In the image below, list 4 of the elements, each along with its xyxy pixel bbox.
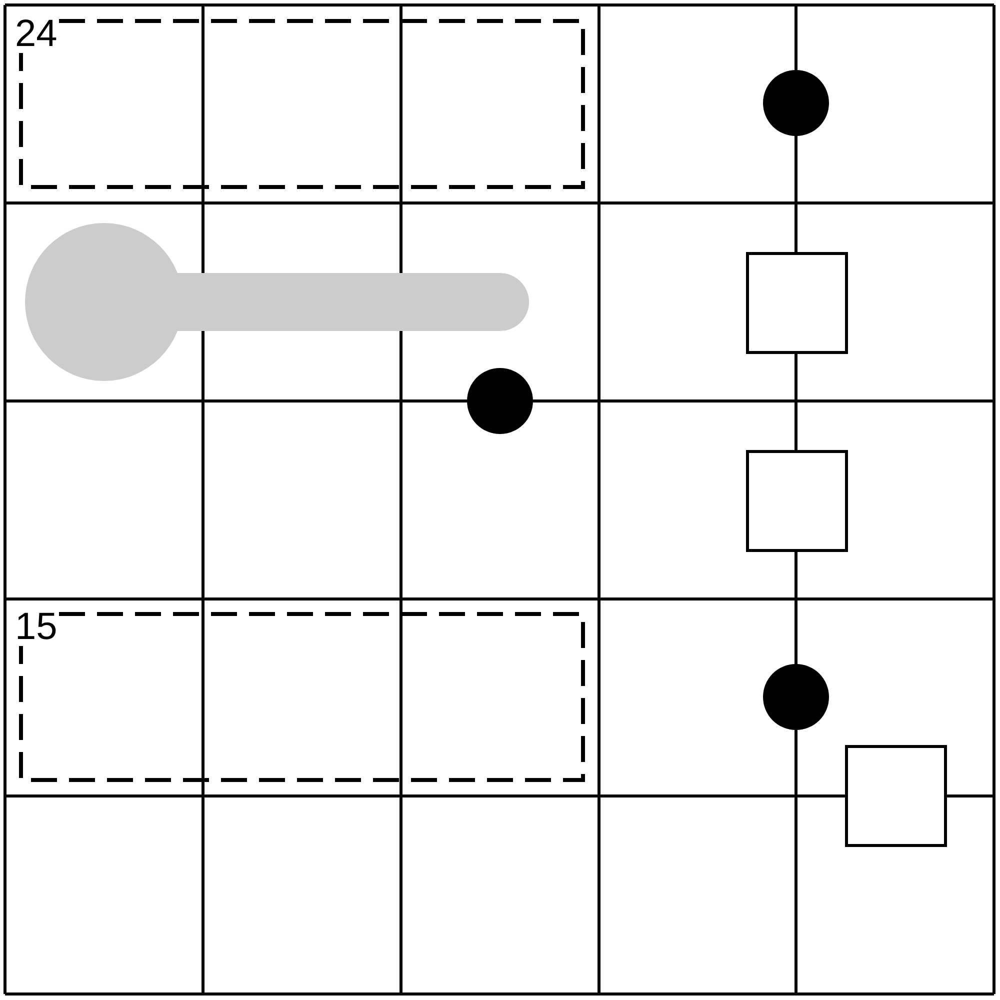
square-marker bbox=[746, 252, 848, 354]
square-marker bbox=[746, 450, 848, 552]
square-marker bbox=[845, 745, 947, 847]
key-marker bbox=[25, 222, 529, 382]
